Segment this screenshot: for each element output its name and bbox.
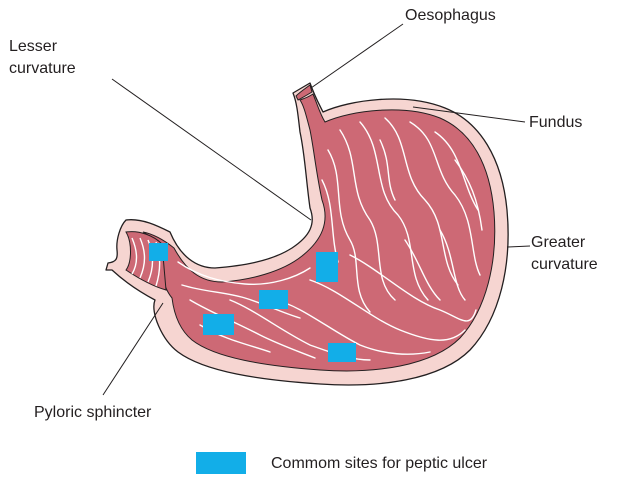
ulcer-site-lesser-curvature (316, 252, 338, 282)
ulcer-site-antrum (259, 290, 288, 309)
label-pyloric-sphincter: Pyloric sphincter (34, 403, 151, 422)
label-fundus: Fundus (529, 113, 582, 132)
ulcer-site-greater-curvature (328, 343, 356, 362)
label-oesophagus: Oesophagus (405, 6, 496, 25)
ulcer-site-pylorus (149, 243, 168, 261)
label-greater-curvature-line2: curvature (531, 255, 598, 274)
label-greater-curvature-line1: Greater (531, 233, 585, 252)
leader-lesser-curvature (112, 79, 311, 220)
label-lesser-curvature-line2: curvature (9, 59, 76, 78)
ulcer-site-antrum-lower (203, 314, 234, 335)
leader-oesophagus (311, 24, 403, 88)
leader-pyloric-sphincter (103, 303, 163, 395)
label-lesser-curvature-line1: Lesser (9, 37, 57, 56)
leader-greater-curvature (507, 246, 530, 247)
legend-ulcer-swatch (196, 452, 246, 474)
legend-text: Commom sites for peptic ulcer (271, 454, 487, 473)
